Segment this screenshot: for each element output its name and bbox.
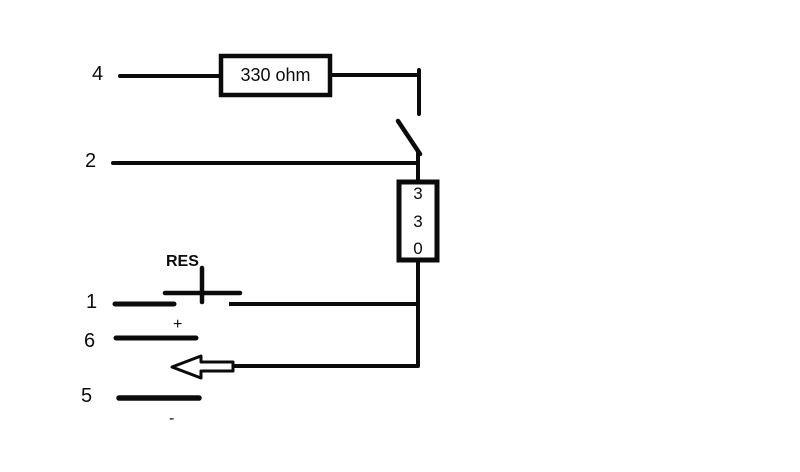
pin5-label: 5 <box>81 385 93 407</box>
vertical-resistor-digit: 0 <box>413 239 423 258</box>
switch-blade <box>395 118 423 157</box>
pin2-label: 2 <box>85 150 97 172</box>
pin6-label: 6 <box>84 330 96 352</box>
resistor-to-arrow-wire <box>233 260 420 368</box>
vertical-resistor-digit: 3 <box>413 211 423 231</box>
arrow-left <box>170 354 235 380</box>
reset-button-label: RES <box>166 253 199 270</box>
resistor-330ohm-label: 330 ohm <box>240 65 311 85</box>
pin4-label: 4 <box>92 63 104 85</box>
plus-sign: + <box>173 316 183 333</box>
vertical-resistor-digit: 3 <box>413 184 423 203</box>
minus-sign: - <box>169 410 175 427</box>
resistor-330-vertical-body <box>396 179 440 263</box>
resistor-330-vertical-label: 3 3 0 <box>398 182 438 260</box>
pin1-label: 1 <box>86 291 98 313</box>
